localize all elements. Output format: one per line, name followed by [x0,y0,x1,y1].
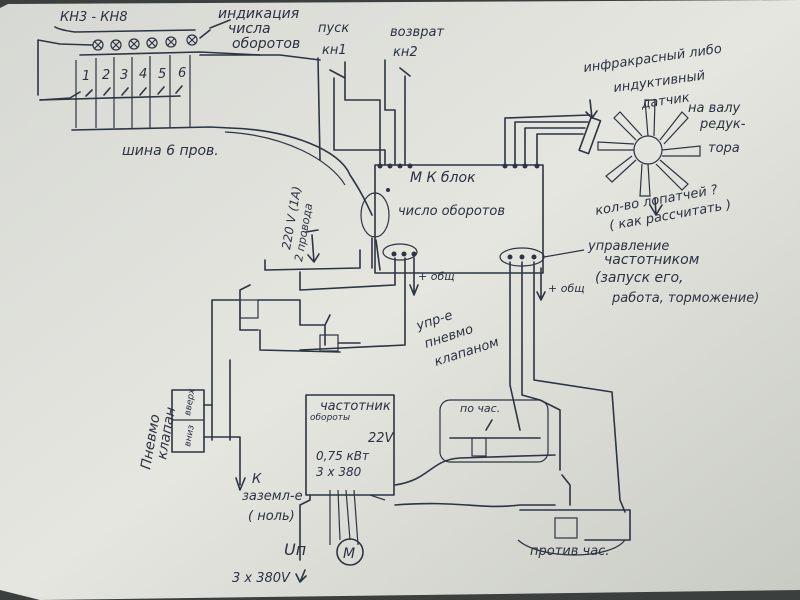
indication-label: индикация числа оборотов [199,6,300,52]
return-label: возврат [390,25,444,40]
vfd-ctrl-text-3: (запуск его, [595,270,684,286]
vfd-label: частотник [320,399,391,414]
btn-num-3: 3 [120,68,128,83]
supply-u-text: Uп [284,540,306,559]
mk-block-label: М К блок [410,170,476,186]
rpm-count-text: числа [228,21,271,37]
rpm-output-wires [371,237,381,271]
btn-num-5: 5 [158,67,166,82]
valve-down-text: вниз [183,424,197,447]
mk-block: М К блок число оборотов [360,163,545,274]
vfd-block: частотник обороты 22V 0,75 кВт 3 x 380 [299,394,395,561]
sensor [578,116,602,155]
rotor-wheel [597,99,701,197]
button-group: КН3 - КН8 1 2 3 4 5 6 шина 6 пров. [37,10,261,159]
vfd-voltage-label: 22V [368,431,395,446]
ground-text-2: ( ноль) [248,509,295,524]
vfd-ctrl-text-1: управление [587,239,669,254]
plus-common-text-1: + общ [418,270,455,283]
shaft-text-3: тора [708,141,740,156]
rpm-label: число оборотов [398,204,505,219]
sensor-text: датчик [639,90,690,112]
sensor-wires [504,114,591,167]
kn-group-label: КН3 - КН8 [60,10,128,25]
revolutions-text: оборотов [232,36,300,52]
ccw-label: против час. [530,544,609,559]
start-label: пуск [318,21,349,36]
start-button-group: пуск кн1 [317,21,386,166]
return-button-group: возврат кн2 [384,25,444,166]
vfd-power-label: 0,75 кВт [316,449,370,463]
vfd-ctrl-text-2: частотником [604,252,700,268]
vfd-ctrl-text-4: работа, торможение) [611,291,759,306]
kn2-label: кн2 [393,45,418,60]
direction-relays: по час. против час. [394,261,631,559]
relay-circuit [211,249,406,441]
vfd-phases-label: 3 x 380 [316,465,362,479]
blades-arrow [649,197,663,216]
motor-label: М [343,546,355,562]
vfd-control-label: управление частотником (запуск его, рабо… [543,239,759,306]
supply-label: Uп 3 x 380V [232,540,307,586]
kn1-label: кн1 [322,43,347,58]
bus-wires [199,54,321,61]
btn-num-2: 2 [102,68,110,83]
bus-label: шина 6 пров. [122,143,219,159]
cw-label: по час. [460,402,500,415]
ground-label: К заземл-е ( ноль) [242,472,303,524]
btn-num-6: 6 [178,66,186,81]
vfd-rev-label: обороты [310,413,350,423]
shaft-label: на валу редук- тора [688,101,746,156]
btn-num-4: 4 [139,67,147,82]
supply-text: 3 x 380V [232,571,291,586]
shaft-text-2: редук- [699,117,746,132]
indication-text: индикация [218,6,299,22]
valve-up-text: вверх [183,387,198,416]
btn-num-1: 1 [82,69,90,84]
plus-common-1: + общ [409,257,455,296]
ground-text-1: заземл-е [242,489,303,504]
plus-common-2: + общ [536,267,585,301]
ground-k-text: К [252,472,262,487]
motor: М [336,538,364,566]
plus-common-text-2: + общ [548,282,585,295]
shaft-text-1: на валу [688,101,741,116]
